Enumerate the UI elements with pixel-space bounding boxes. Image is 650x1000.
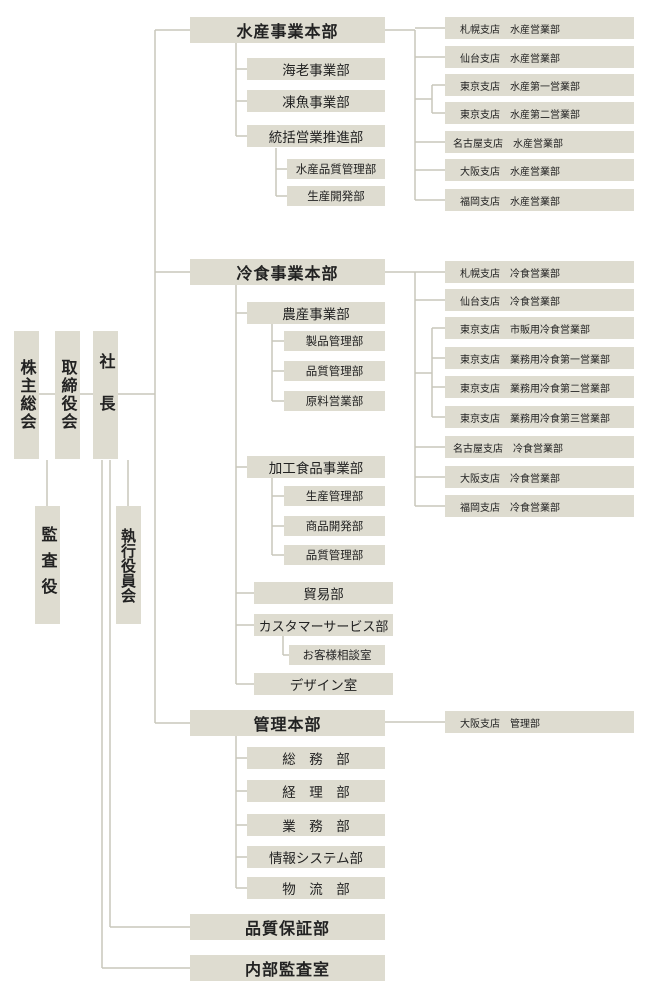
board-of-directors-label: 取締役会: [58, 359, 78, 431]
agri-product-mgmt-box: 製品管理部: [284, 331, 385, 351]
frozen-branch-label: 福岡支店 冷食営業部: [460, 502, 560, 514]
seafood-division-label: 水産事業本部: [236, 22, 339, 41]
sales-coordination-dept-label: 統括営業推進部: [268, 130, 364, 146]
frozen-branch-box: 福岡支店 冷食営業部: [445, 495, 634, 517]
it-systems-dept-box: 情報システム部: [247, 846, 385, 868]
shareholders-meeting-label: 株主総会: [17, 359, 37, 431]
agri-materials-sales-box: 原料営業部: [284, 391, 385, 411]
frozen-branch-label: 大阪支店 冷食営業部: [460, 473, 560, 485]
admin-division-box: 管理本部: [190, 710, 385, 736]
consultation-office-label: お客様相談室: [302, 648, 372, 662]
seafood-branch-label: 大阪支店 水産営業部: [460, 166, 560, 178]
processed-food-dept-box: 加工食品事業部: [247, 456, 385, 478]
proc-product-dev-label: 商品開発部: [305, 519, 364, 533]
shareholders-meeting-box: 株主総会: [14, 331, 39, 459]
seafood-branch-box: 札幌支店 水産営業部: [445, 17, 634, 39]
seafood-branch-box: 福岡支店 水産営業部: [445, 189, 634, 211]
customer-service-dept-box: カスタマーサービス部: [254, 614, 393, 636]
design-office-box: デザイン室: [254, 673, 393, 695]
internal-audit-office-box: 内部監査室: [190, 955, 385, 981]
seafood-division-box: 水産事業本部: [190, 17, 385, 43]
frozen-branch-label: 東京支店 市販用冷食営業部: [460, 324, 590, 336]
frozen-branch-box: 札幌支店 冷食営業部: [445, 261, 634, 283]
frozen-branch-box: 東京支店 市販用冷食営業部: [445, 317, 634, 339]
frozen-branch-label: 仙台支店 冷食営業部: [460, 296, 560, 308]
president-box: 社長: [93, 331, 118, 459]
proc-production-mgmt-label: 生産管理部: [305, 489, 364, 503]
trade-dept-box: 貿易部: [254, 582, 393, 604]
admin-division-label: 管理本部: [253, 715, 322, 734]
executive-officers-label: 執行役員会: [119, 527, 137, 603]
internal-audit-office-label: 内部監査室: [244, 960, 330, 979]
agri-quality-mgmt-label: 品質管理部: [305, 364, 364, 378]
processed-food-dept-label: 加工食品事業部: [268, 461, 364, 477]
proc-quality-mgmt-label: 品質管理部: [305, 548, 364, 562]
consultation-office-box: お客様相談室: [289, 645, 385, 665]
accounting-dept-box: 経 理 部: [247, 780, 385, 802]
seafood-branch-label: 札幌支店 水産営業部: [460, 24, 560, 36]
admin-branch-label: 大阪支店 管理部: [460, 718, 540, 730]
seafood-quality-mgmt-box: 水産品質管理部: [287, 159, 385, 179]
president-label: 社長: [96, 353, 116, 437]
logistics-dept-box: 物 流 部: [247, 877, 385, 899]
agri-quality-mgmt-box: 品質管理部: [284, 361, 385, 381]
seafood-branch-box: 東京支店 水産第二営業部: [445, 102, 634, 124]
operations-dept-label: 業 務 部: [282, 819, 350, 835]
seafood-branch-box: 大阪支店 水産営業部: [445, 159, 634, 181]
production-dev-label: 生産開発部: [307, 189, 365, 203]
seafood-quality-mgmt-label: 水産品質管理部: [295, 162, 377, 176]
it-systems-dept-label: 情報システム部: [268, 851, 364, 867]
proc-production-mgmt-box: 生産管理部: [284, 486, 385, 506]
frozen-branch-box: 東京支店 業務用冷食第一営業部: [445, 347, 634, 369]
agri-materials-sales-label: 原料営業部: [305, 394, 364, 408]
quality-assurance-dept-box: 品質保証部: [190, 914, 385, 940]
operations-dept-box: 業 務 部: [247, 814, 385, 836]
frozen-branch-label: 東京支店 業務用冷食第三営業部: [460, 413, 610, 425]
seafood-branch-box: 東京支店 水産第一営業部: [445, 74, 634, 96]
seafood-branch-box: 仙台支店 水産営業部: [445, 46, 634, 68]
frozen-branch-box: 仙台支店 冷食営業部: [445, 289, 634, 311]
agri-dept-box: 農産事業部: [247, 302, 385, 324]
board-of-directors-box: 取締役会: [55, 331, 80, 459]
auditor-box: 監査役: [35, 506, 60, 624]
production-dev-box: 生産開発部: [287, 186, 385, 206]
frozen-fish-dept-label: 凍魚事業部: [282, 95, 350, 111]
admin-branch-box: 大阪支店 管理部: [445, 711, 634, 733]
design-office-label: デザイン室: [289, 678, 358, 694]
frozen-branch-box: 大阪支店 冷食営業部: [445, 466, 634, 488]
auditor-label: 監査役: [38, 526, 58, 604]
frozen-branch-label: 札幌支店 冷食営業部: [460, 268, 560, 280]
trade-dept-label: 貿易部: [303, 587, 344, 603]
frozen-branch-box: 名古屋支店 冷食営業部: [445, 436, 634, 458]
accounting-dept-label: 経 理 部: [282, 785, 350, 801]
proc-product-dev-box: 商品開発部: [284, 516, 385, 536]
customer-service-dept-label: カスタマーサービス部: [258, 619, 389, 635]
seafood-branch-label: 福岡支店 水産営業部: [460, 196, 560, 208]
agri-dept-label: 農産事業部: [282, 307, 350, 323]
seafood-branch-label: 仙台支店 水産営業部: [460, 53, 560, 65]
seafood-branch-box: 名古屋支店 水産営業部: [445, 131, 634, 153]
frozen-branch-box: 東京支店 業務用冷食第三営業部: [445, 406, 634, 428]
seafood-branch-label: 東京支店 水産第二営業部: [460, 109, 580, 121]
frozen-branch-label: 東京支店 業務用冷食第二営業部: [460, 383, 610, 395]
frozen-food-division-label: 冷食事業本部: [236, 264, 339, 283]
agri-product-mgmt-label: 製品管理部: [305, 334, 364, 348]
general-affairs-dept-box: 総 務 部: [247, 747, 385, 769]
quality-assurance-dept-label: 品質保証部: [244, 919, 330, 938]
executive-officers-box: 執行役員会: [116, 506, 141, 624]
frozen-branch-box: 東京支店 業務用冷食第二営業部: [445, 376, 634, 398]
frozen-branch-label: 東京支店 業務用冷食第一営業部: [460, 354, 610, 366]
general-affairs-dept-label: 総 務 部: [282, 752, 350, 768]
proc-quality-mgmt-box: 品質管理部: [284, 545, 385, 565]
logistics-dept-label: 物 流 部: [282, 882, 350, 898]
seafood-branch-label: 東京支店 水産第一営業部: [460, 81, 580, 93]
frozen-food-division-box: 冷食事業本部: [190, 259, 385, 285]
frozen-fish-dept-box: 凍魚事業部: [247, 90, 385, 112]
sales-coordination-dept-box: 統括営業推進部: [247, 125, 385, 147]
shrimp-dept-box: 海老事業部: [247, 58, 385, 80]
shrimp-dept-label: 海老事業部: [282, 63, 350, 79]
seafood-branch-label: 名古屋支店 水産営業部: [453, 138, 563, 150]
frozen-branch-label: 名古屋支店 冷食営業部: [453, 443, 563, 455]
